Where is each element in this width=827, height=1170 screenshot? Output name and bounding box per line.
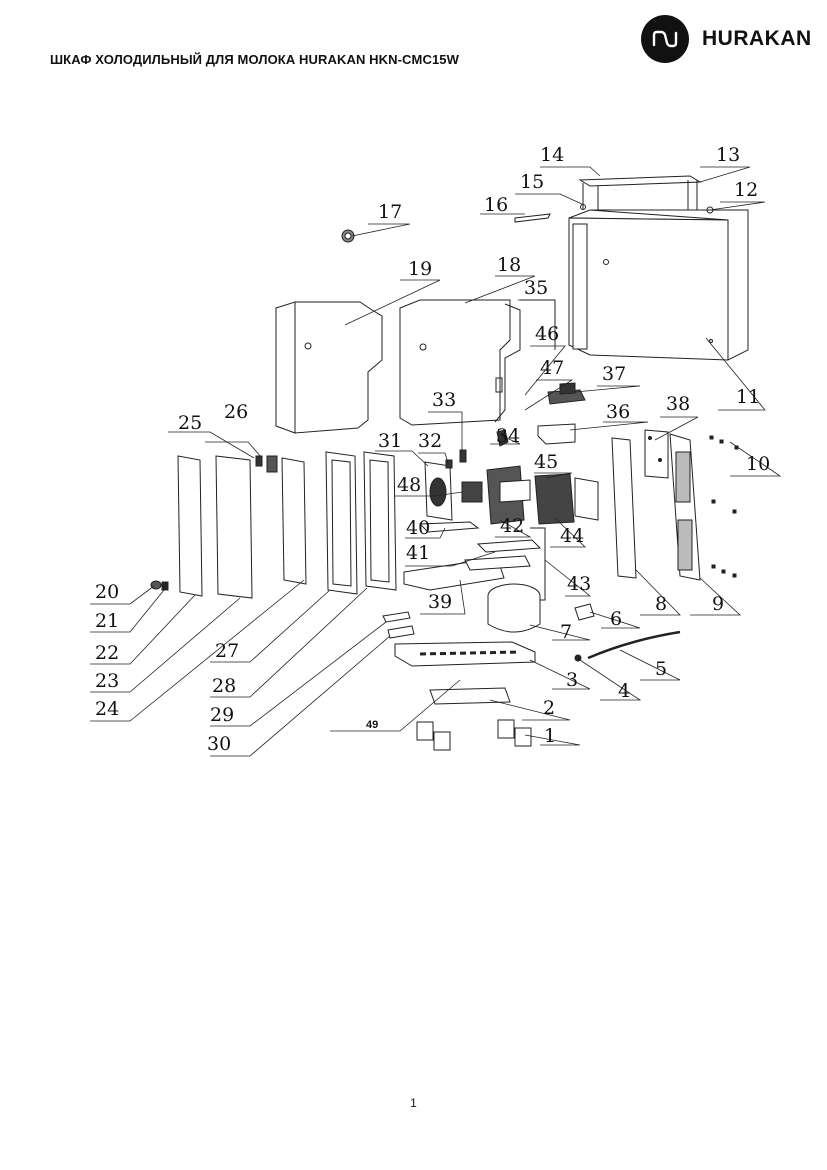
- part-27-gasket: [325, 451, 358, 595]
- part-17-knob: [341, 229, 355, 243]
- part-1-feet: [416, 719, 532, 751]
- callout-19: 19: [408, 258, 432, 280]
- callout-38: 38: [666, 393, 690, 415]
- callout-25: 25: [178, 412, 202, 434]
- part-14-top-bar: [578, 175, 714, 214]
- callout-46: 46: [535, 323, 559, 345]
- callout-48: 48: [397, 474, 421, 496]
- callout-44: 44: [560, 525, 584, 547]
- part-48-fan: [461, 481, 483, 503]
- callout-14: 14: [540, 144, 564, 166]
- callout-31: 31: [378, 430, 402, 452]
- callout-8: 8: [655, 593, 667, 615]
- callout-29: 29: [210, 704, 234, 726]
- callout-28: 28: [212, 675, 236, 697]
- part-16-bracket: [514, 213, 551, 223]
- part-33-sensor: [459, 449, 467, 463]
- part-18-inner-panel: [399, 299, 521, 426]
- part-22-door-panel: [177, 455, 203, 597]
- part-24-door-glass: [281, 457, 307, 585]
- part-11-cabinet-shell: [568, 209, 749, 361]
- callout-21: 21: [95, 610, 119, 632]
- part-26-lock: [266, 455, 278, 473]
- part-5-power-cable: [587, 630, 681, 660]
- part-42-evaporator: [486, 465, 531, 525]
- callout-7: 7: [560, 621, 572, 643]
- callout-37: 37: [602, 363, 626, 385]
- brand-name: HURAKAN: [702, 27, 812, 50]
- callout-27: 27: [215, 640, 239, 662]
- callout-10: 10: [746, 453, 770, 475]
- callout-2: 2: [543, 697, 555, 719]
- callout-17: 17: [378, 201, 402, 223]
- callout-43: 43: [567, 573, 591, 595]
- callout-6: 6: [610, 608, 622, 630]
- part-28-gasket-inner: [363, 451, 397, 591]
- callout-34: 34: [496, 425, 520, 447]
- callout-42: 42: [500, 515, 524, 537]
- brand-logo: HURAKAN: [641, 15, 816, 63]
- callout-36: 36: [606, 401, 630, 423]
- page-number: 1: [410, 1096, 417, 1110]
- callout-49: 49: [366, 719, 378, 731]
- callout-1: 1: [544, 725, 556, 747]
- document-title: ШКАФ ХОЛОДИЛЬНЫЙ ДЛЯ МОЛОКА HURAKAN HKN-…: [50, 52, 459, 67]
- part-20-knob: [150, 580, 162, 590]
- callout-4: 4: [618, 680, 630, 702]
- callout-26: 26: [224, 401, 248, 423]
- part-23-door-frame: [215, 455, 253, 599]
- callout-30: 30: [207, 733, 231, 755]
- part-10-screws: [709, 435, 739, 578]
- callout-22: 22: [95, 642, 119, 664]
- callout-35: 35: [524, 277, 548, 299]
- callout-32: 32: [418, 430, 442, 452]
- callout-41: 41: [406, 542, 430, 564]
- part-37-fan-unit: [547, 382, 586, 405]
- part-7-compressor: [487, 583, 541, 633]
- callout-45: 45: [534, 451, 558, 473]
- callout-40: 40: [406, 517, 430, 539]
- part-29-hinge: [382, 611, 411, 623]
- logo-mark-icon: [641, 15, 689, 63]
- part-34-valve: [496, 429, 509, 447]
- leader-lines: [90, 166, 782, 757]
- callout-24: 24: [95, 698, 119, 720]
- callout-20: 20: [95, 581, 119, 603]
- part-32-switch: [445, 459, 453, 469]
- part-31-evaporator-fan: [424, 461, 453, 521]
- part-25-latch: [255, 455, 263, 467]
- callout-3: 3: [566, 669, 578, 691]
- callout-15: 15: [520, 171, 544, 193]
- callout-13: 13: [716, 144, 740, 166]
- callout-16: 16: [484, 194, 508, 216]
- part-44-condenser: [534, 473, 599, 525]
- part-21-screw: [161, 581, 169, 591]
- part-38-control-plate: [644, 429, 669, 479]
- part-19-side-panel: [275, 301, 383, 434]
- part-36-bracket: [537, 423, 576, 445]
- callout-47: 47: [540, 357, 564, 379]
- callout-23: 23: [95, 670, 119, 692]
- callout-9: 9: [712, 593, 724, 615]
- part-41-tray: [476, 539, 542, 553]
- part-40-drip-tray: [418, 521, 480, 533]
- part-8-side-strip: [611, 437, 637, 579]
- callout-5: 5: [655, 658, 667, 680]
- callout-labels: 1 2 3 4 5 6 7 8 9 10 11 12 13 14 15 16 1…: [95, 144, 770, 755]
- part-9-front-grill: [669, 433, 701, 581]
- callout-12: 12: [734, 179, 758, 201]
- callout-33: 33: [432, 389, 456, 411]
- part-30-hinge: [387, 625, 415, 639]
- part-6-capacitor: [574, 603, 595, 621]
- callout-11: 11: [736, 386, 760, 408]
- callout-18: 18: [497, 254, 521, 276]
- callout-39: 39: [428, 591, 452, 613]
